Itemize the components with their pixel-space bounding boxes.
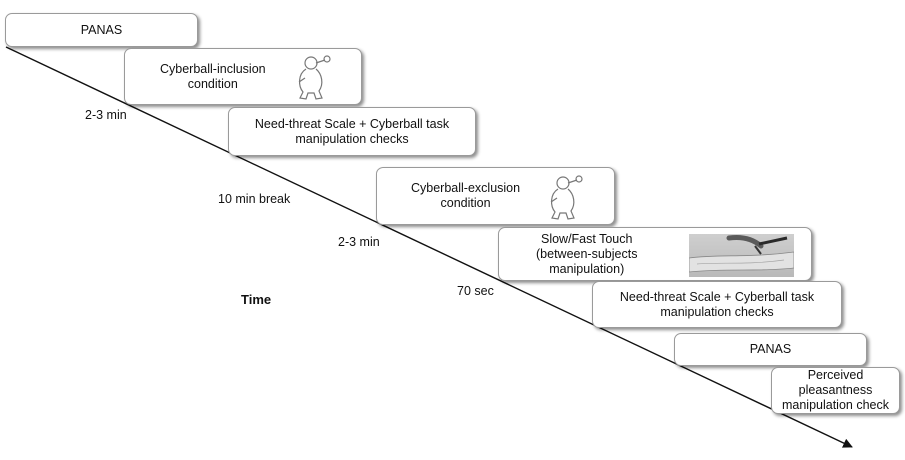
step-panas-2: PANAS xyxy=(674,333,867,366)
step-need-threat-1: Need-threat Scale + Cyberball task manip… xyxy=(228,107,476,156)
step-perceived-pleasantness: Perceived pleasantness manipulation chec… xyxy=(771,367,900,414)
step-label: Need-threat Scale + Cyberball task manip… xyxy=(619,289,815,319)
interval-label: 2-3 min xyxy=(338,235,380,249)
step-need-threat-2: Need-threat Scale + Cyberball task manip… xyxy=(592,281,842,328)
step-label: Cyberball-inclusion condition xyxy=(160,61,266,91)
step-label: Slow/Fast Touch (between-subjects manipu… xyxy=(536,231,638,276)
step-label: Perceived pleasantness manipulation chec… xyxy=(781,368,889,412)
step-label: Need-threat Scale + Cyberball task manip… xyxy=(254,116,450,146)
cyberball-figure-icon xyxy=(550,175,583,220)
interval-label: 2-3 min xyxy=(85,108,127,122)
step-cyberball-inclusion: Cyberball-inclusion condition xyxy=(124,48,362,105)
time-axis-label: Time xyxy=(241,292,272,307)
step-slow-fast-touch: Slow/Fast Touch (between-subjects manipu… xyxy=(498,227,812,281)
step-label: PANAS xyxy=(80,22,123,37)
step-panas-1: PANAS xyxy=(5,13,198,47)
forearm-brush-photo xyxy=(689,234,794,277)
step-label: PANAS xyxy=(749,342,792,356)
interval-label: 10 min break xyxy=(218,192,291,206)
interval-label: 70 sec xyxy=(457,284,494,298)
step-label: Cyberball-exclusion condition xyxy=(411,181,521,210)
step-cyberball-exclusion: Cyberball-exclusion condition xyxy=(376,167,615,225)
cyberball-figure-icon xyxy=(298,55,331,100)
